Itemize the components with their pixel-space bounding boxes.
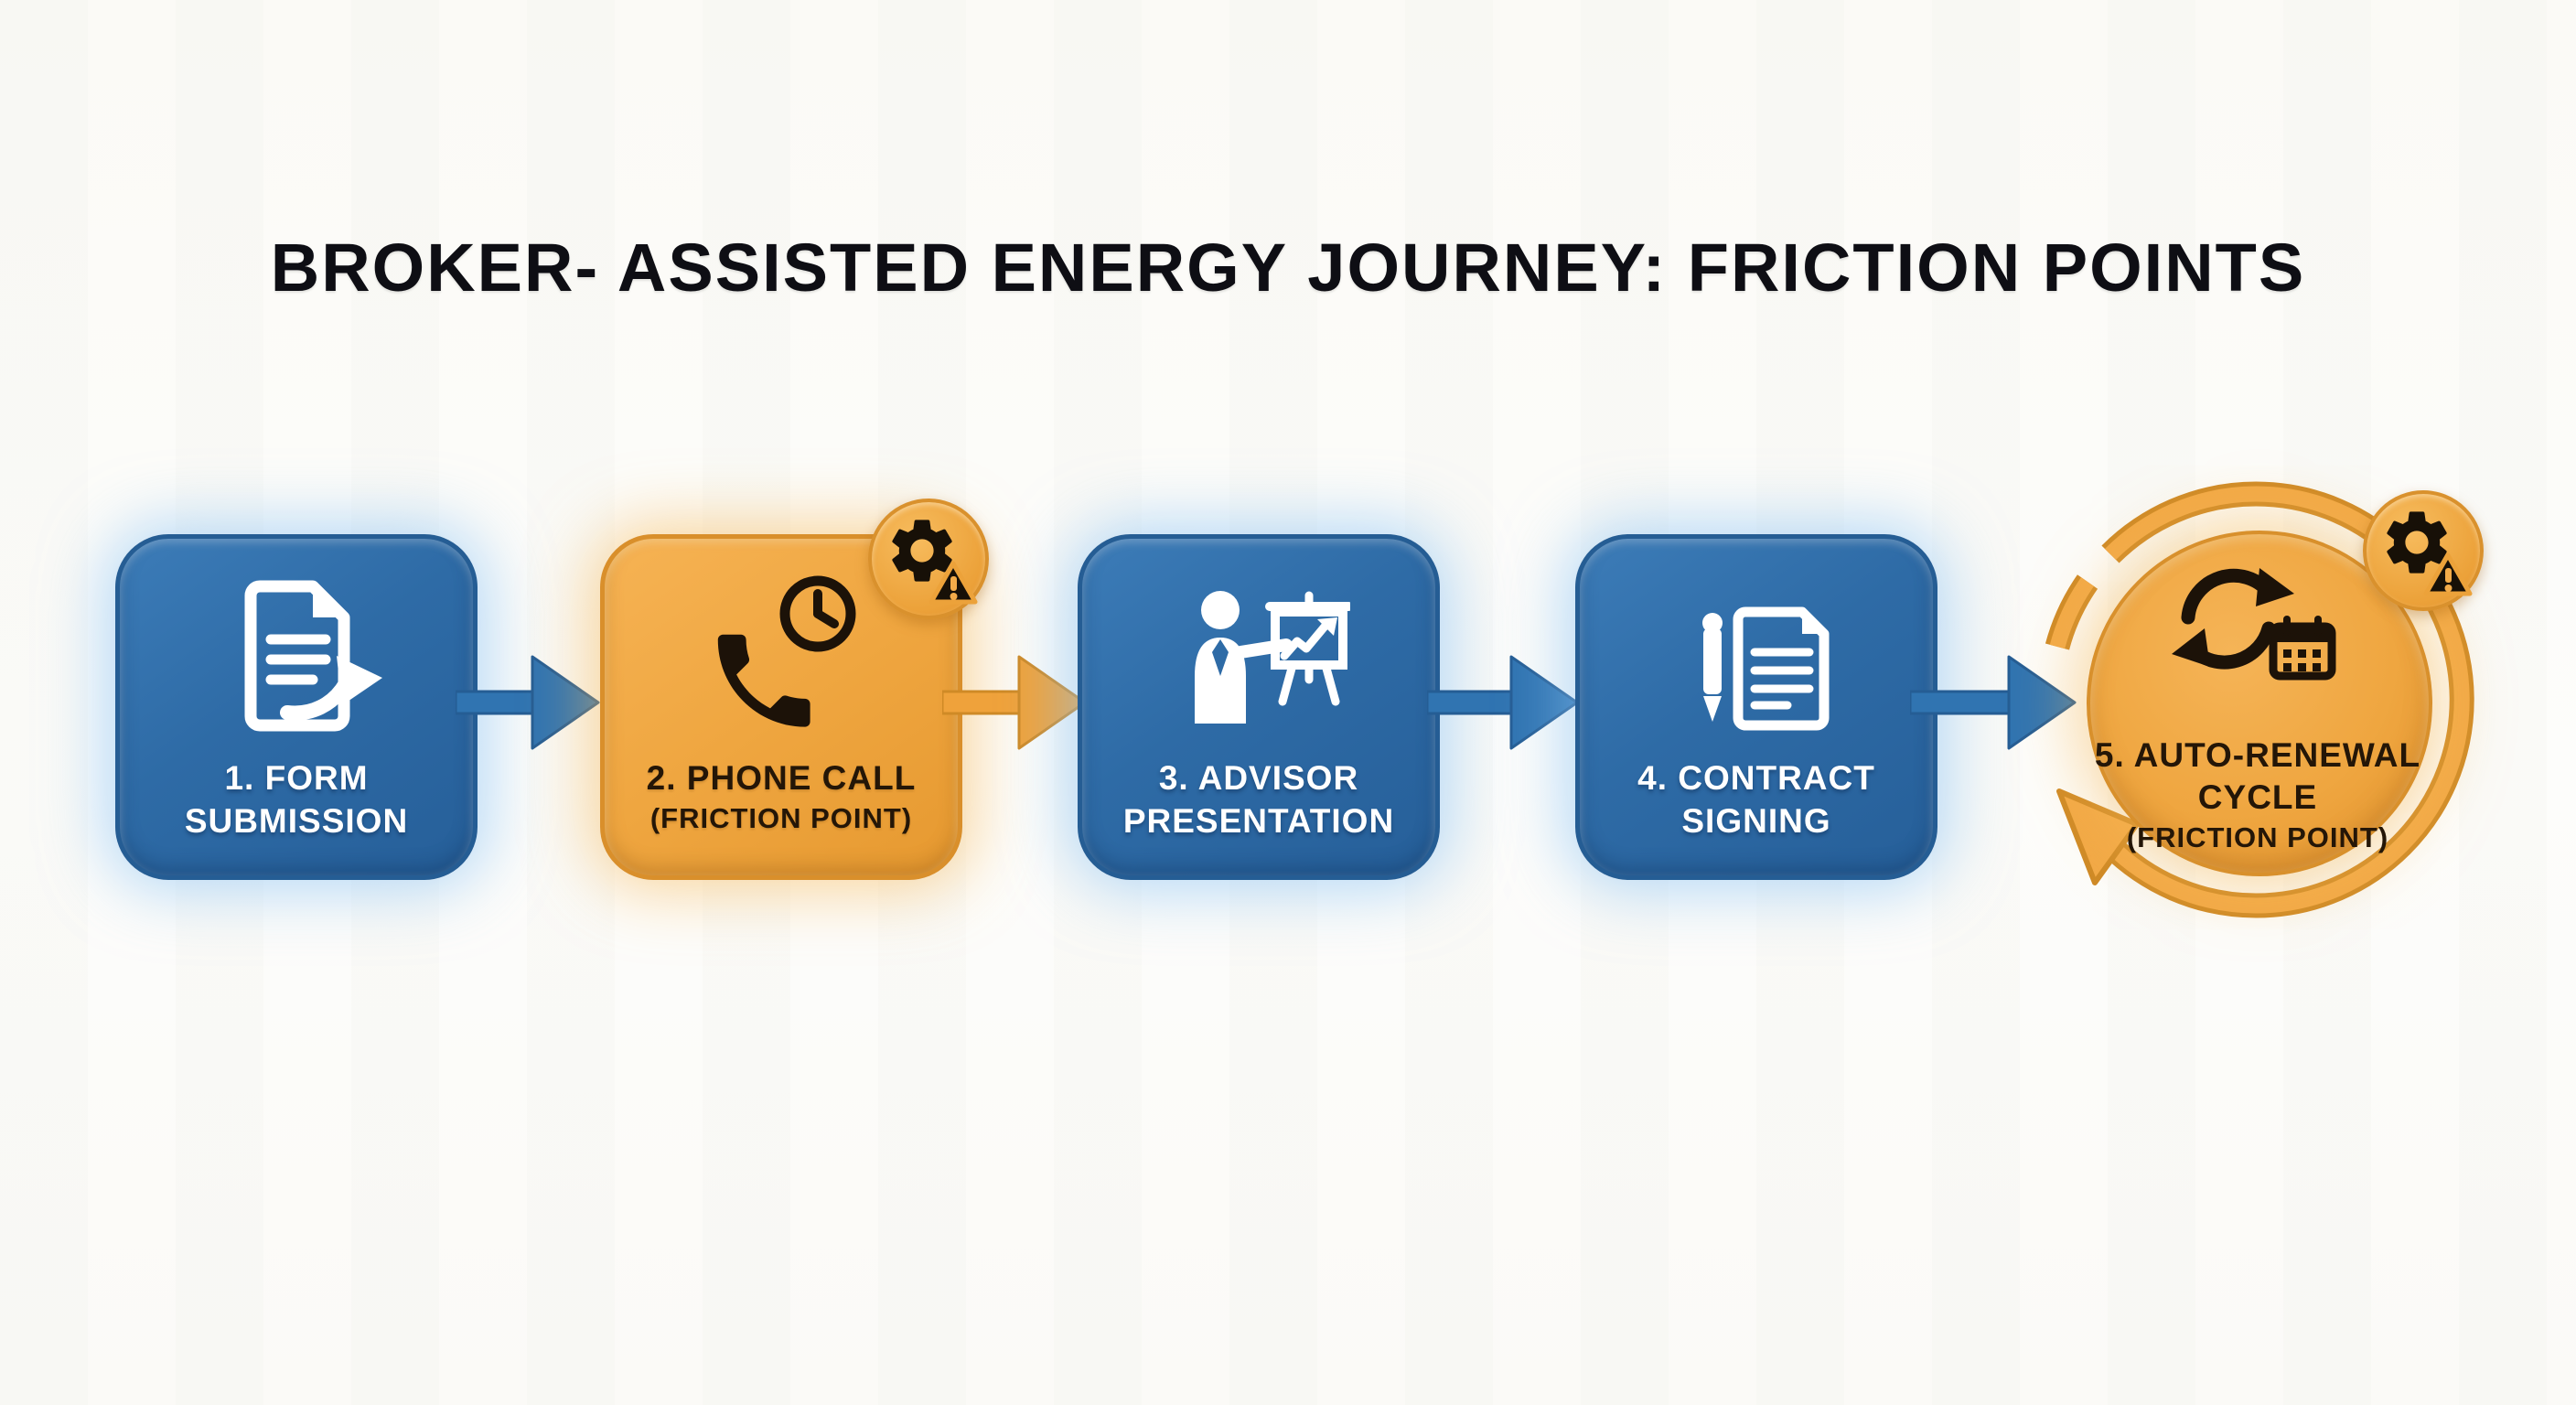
step-card-form-submission: 1. FORM SUBMISSION	[115, 534, 478, 880]
step-label: 1. FORM SUBMISSION	[125, 756, 467, 842]
step-label-line: (FRICTION POINT)	[649, 802, 913, 834]
step-label-line: CYCLE	[2197, 778, 2318, 816]
arrow-step2-step3	[940, 642, 1089, 767]
phone-clock-icon	[605, 566, 958, 749]
step-label-line: 4. CONTRACT	[1637, 759, 1875, 797]
gear-warning-badge	[2363, 490, 2484, 611]
step-label: 3. ADVISOR PRESENTATION	[1088, 756, 1430, 842]
step-label-line: 3. ADVISOR	[1158, 759, 1359, 797]
page-title: BROKER- ASSISTED ENERGY JOURNEY: FRICTIO…	[270, 230, 2306, 306]
step-label-line: PRESENTATION	[1122, 802, 1395, 840]
step-label-line: 1. FORM	[224, 759, 369, 797]
gear-warning-icon	[2387, 511, 2473, 596]
cycle-ring-arrow	[2045, 481, 2474, 918]
step-label-line: (FRICTION POINT)	[2126, 821, 2389, 853]
step-card-contract-signing: 4. CONTRACT SIGNING	[1575, 534, 1937, 880]
renewal-calendar-icon	[2157, 544, 2358, 691]
step-label-line: 2. PHONE CALL	[646, 759, 917, 797]
step-label-line: 5. AUTO-RENEWAL	[2094, 736, 2421, 774]
document-submit-icon	[120, 566, 473, 749]
step-card-advisor-presentation: 3. ADVISOR PRESENTATION	[1078, 534, 1440, 880]
advisor-presentation-icon	[1082, 566, 1435, 749]
step-label: 4. CONTRACT SIGNING	[1585, 756, 1927, 842]
step-label: 2. PHONE CALL (FRICTION POINT)	[610, 756, 952, 838]
gear-warning-badge	[868, 499, 989, 619]
step-card-phone-call: 2. PHONE CALL (FRICTION POINT)	[600, 499, 989, 880]
arrow-step4-step5	[1908, 642, 2078, 767]
arrow-step3-step4	[1425, 642, 1581, 767]
step-label-line: SIGNING	[1681, 802, 1831, 840]
pen-document-icon	[1580, 566, 1933, 749]
gear-warning-icon	[892, 520, 978, 605]
step-card-auto-renewal: 5. AUTO-RENEWAL CYCLE (FRICTION POINT)	[2018, 471, 2497, 950]
arrow-step1-step2	[454, 642, 602, 767]
step-label-line: SUBMISSION	[184, 802, 409, 840]
step-label: 5. AUTO-RENEWAL CYCLE (FRICTION POINT)	[2069, 735, 2446, 857]
